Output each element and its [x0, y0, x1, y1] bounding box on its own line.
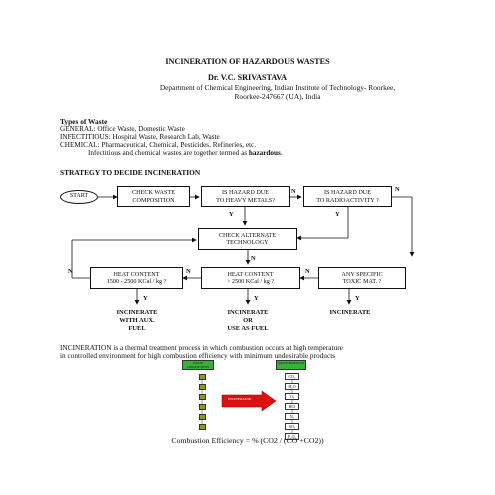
flow-toxic-line2: TOXIC MAT. ?	[342, 278, 382, 285]
product-hcl: HCl	[285, 403, 299, 410]
constituent-square	[199, 374, 206, 380]
label-y-heat-low: Y	[143, 295, 148, 302]
flow-heavy-metals-line2: TO HEAVY METALS?	[216, 196, 275, 204]
definition-line-2: in controlled environment for high combu…	[60, 351, 336, 360]
types-heading: Types of Waste	[60, 117, 108, 126]
hazardous-note-prefix: Infectitious and chemical wastes are tog…	[88, 149, 249, 157]
label-n-heat-high: N	[186, 268, 191, 275]
waste-constituents-header: WASTE CONSTITUENTS	[182, 360, 214, 370]
constituent-square	[199, 414, 206, 420]
affiliation-line-2: Roorkee-247667 (UA), India	[234, 92, 321, 101]
product-so2: SO₂	[285, 423, 299, 430]
flow-check-waste: CHECK WASTE COMPOSITION	[117, 186, 190, 207]
flow-heat-low-line2: 1500 - 2500 KCal / kg ?	[106, 278, 167, 285]
label-n-heavy: N	[291, 188, 296, 195]
flow-start-label: START	[69, 193, 89, 200]
flow-radioactivity: IS HAZARD DUE TO RADIOACTIVITY ?	[303, 186, 392, 207]
constituent-square	[199, 424, 206, 430]
affiliation-line-1: Department of Chemical Engineering, Indi…	[159, 83, 396, 92]
outcome-fuel-line2: OR	[243, 317, 253, 324]
flow-check-waste-line2: COMPOSITION	[132, 196, 175, 204]
label-y-toxic: Y	[355, 295, 360, 302]
incinerator-arrow	[221, 390, 277, 412]
author-name: Dr. V.C. SRIVASTAVA	[207, 73, 288, 82]
outcome-fuel-line3: USE AS FUEL	[227, 325, 269, 332]
outcome-incinerate: INCINERATE	[310, 309, 390, 317]
flow-heat-high-line1: HEAT CONTENT	[227, 270, 274, 278]
flow-radioactivity-line2: TO RADIOACTIVITY ?	[316, 196, 379, 204]
hazardous-note-suffix: .	[280, 149, 283, 157]
combustion-efficiency: Combustion Efficiency = % (CO2 / (CO +CO…	[171, 436, 324, 445]
hazardous-note: Infectitious and chemical wastes are tog…	[88, 149, 283, 157]
flow-radioactivity-line1: IS HAZARD DUE	[323, 189, 372, 196]
flow-heat-high-line2: > 2500 KCal / kg ?	[226, 278, 275, 285]
flow-heat-high: HEAT CONTENT > 2500 KCal / kg ?	[201, 267, 300, 289]
label-n-heat-low: N	[68, 268, 73, 275]
flow-heat-low: HEAT CONTENT 1500 - 2500 KCal / kg ?	[90, 267, 183, 289]
flow-heat-low-line1: HEAT CONTENT	[113, 270, 160, 278]
constituent-square	[199, 404, 206, 410]
outcome-fuel-line1: INCINERATE	[227, 309, 269, 316]
product-p2o5: P₂O₅	[285, 433, 299, 440]
flow-start: START	[60, 190, 98, 204]
flow-toxic-line1: ANY SPECIFIC	[341, 270, 383, 278]
flow-heavy-metals: IS HAZARD DUE TO HEAVY METALS?	[201, 186, 290, 207]
outcome-use-fuel: INCINERATE OR USE AS FUEL	[208, 309, 288, 333]
flow-check-alternate-line1: CHECK ALTERNATE	[218, 231, 277, 239]
label-y-radio: Y	[335, 211, 340, 218]
type-general: GENERAL: Office Waste, Domestic Waste	[60, 125, 185, 133]
flow-check-alternate-line2: TECHNOLOGY	[226, 239, 269, 246]
hazardous-term: hazardous	[248, 149, 281, 157]
flow-toxic: ANY SPECIFIC TOXIC MAT. ?	[318, 267, 406, 289]
label-n-toxic: N	[305, 268, 310, 275]
strategy-heading: STRATEGY TO DECIDE INCINERATION	[60, 168, 201, 177]
flow-heavy-metals-line1: IS HAZARD DUE	[221, 189, 270, 196]
incinerator-label: INCINERATOR	[228, 397, 252, 401]
product-o2: O₂	[285, 393, 299, 400]
outcome-aux-line3: FUEL	[128, 325, 146, 332]
constituent-square	[199, 394, 206, 400]
outcome-aux-line1: INCINERATE	[116, 309, 158, 316]
product-co2: CO₂	[285, 373, 299, 380]
flow-check-alternate: CHECK ALTERNATE TECHNOLOGY	[198, 228, 297, 250]
definition-line-1: INCINERATION is a thermal treatment proc…	[60, 343, 343, 352]
outcome-plain-line1: INCINERATE	[329, 309, 371, 316]
outcome-aux-line2: WITH AUX.	[119, 317, 155, 324]
label-n-alt: N	[251, 255, 256, 262]
type-chemical: CHEMICAL: Pharmaceutical, Chemical, Pest…	[60, 141, 257, 149]
label-y-heavy: Y	[229, 211, 234, 218]
constituent-square	[199, 384, 206, 390]
outcome-aux-fuel: INCINERATE WITH AUX. FUEL	[97, 309, 177, 333]
page-title: INCINERATION OF HAZARDOUS WASTES	[165, 57, 330, 66]
product-n2: N₂	[285, 413, 299, 420]
label-y-heat-high: Y	[254, 295, 259, 302]
product-h2o: H₂O	[285, 383, 299, 390]
waste-products-header: WASTE PRODUCTS	[276, 360, 306, 370]
label-n-radio: N	[395, 186, 400, 193]
type-infectious: INFECTITIOUS: Hospital Waste, Research L…	[60, 133, 220, 141]
flow-check-waste-line1: CHECK WASTE	[131, 189, 176, 196]
